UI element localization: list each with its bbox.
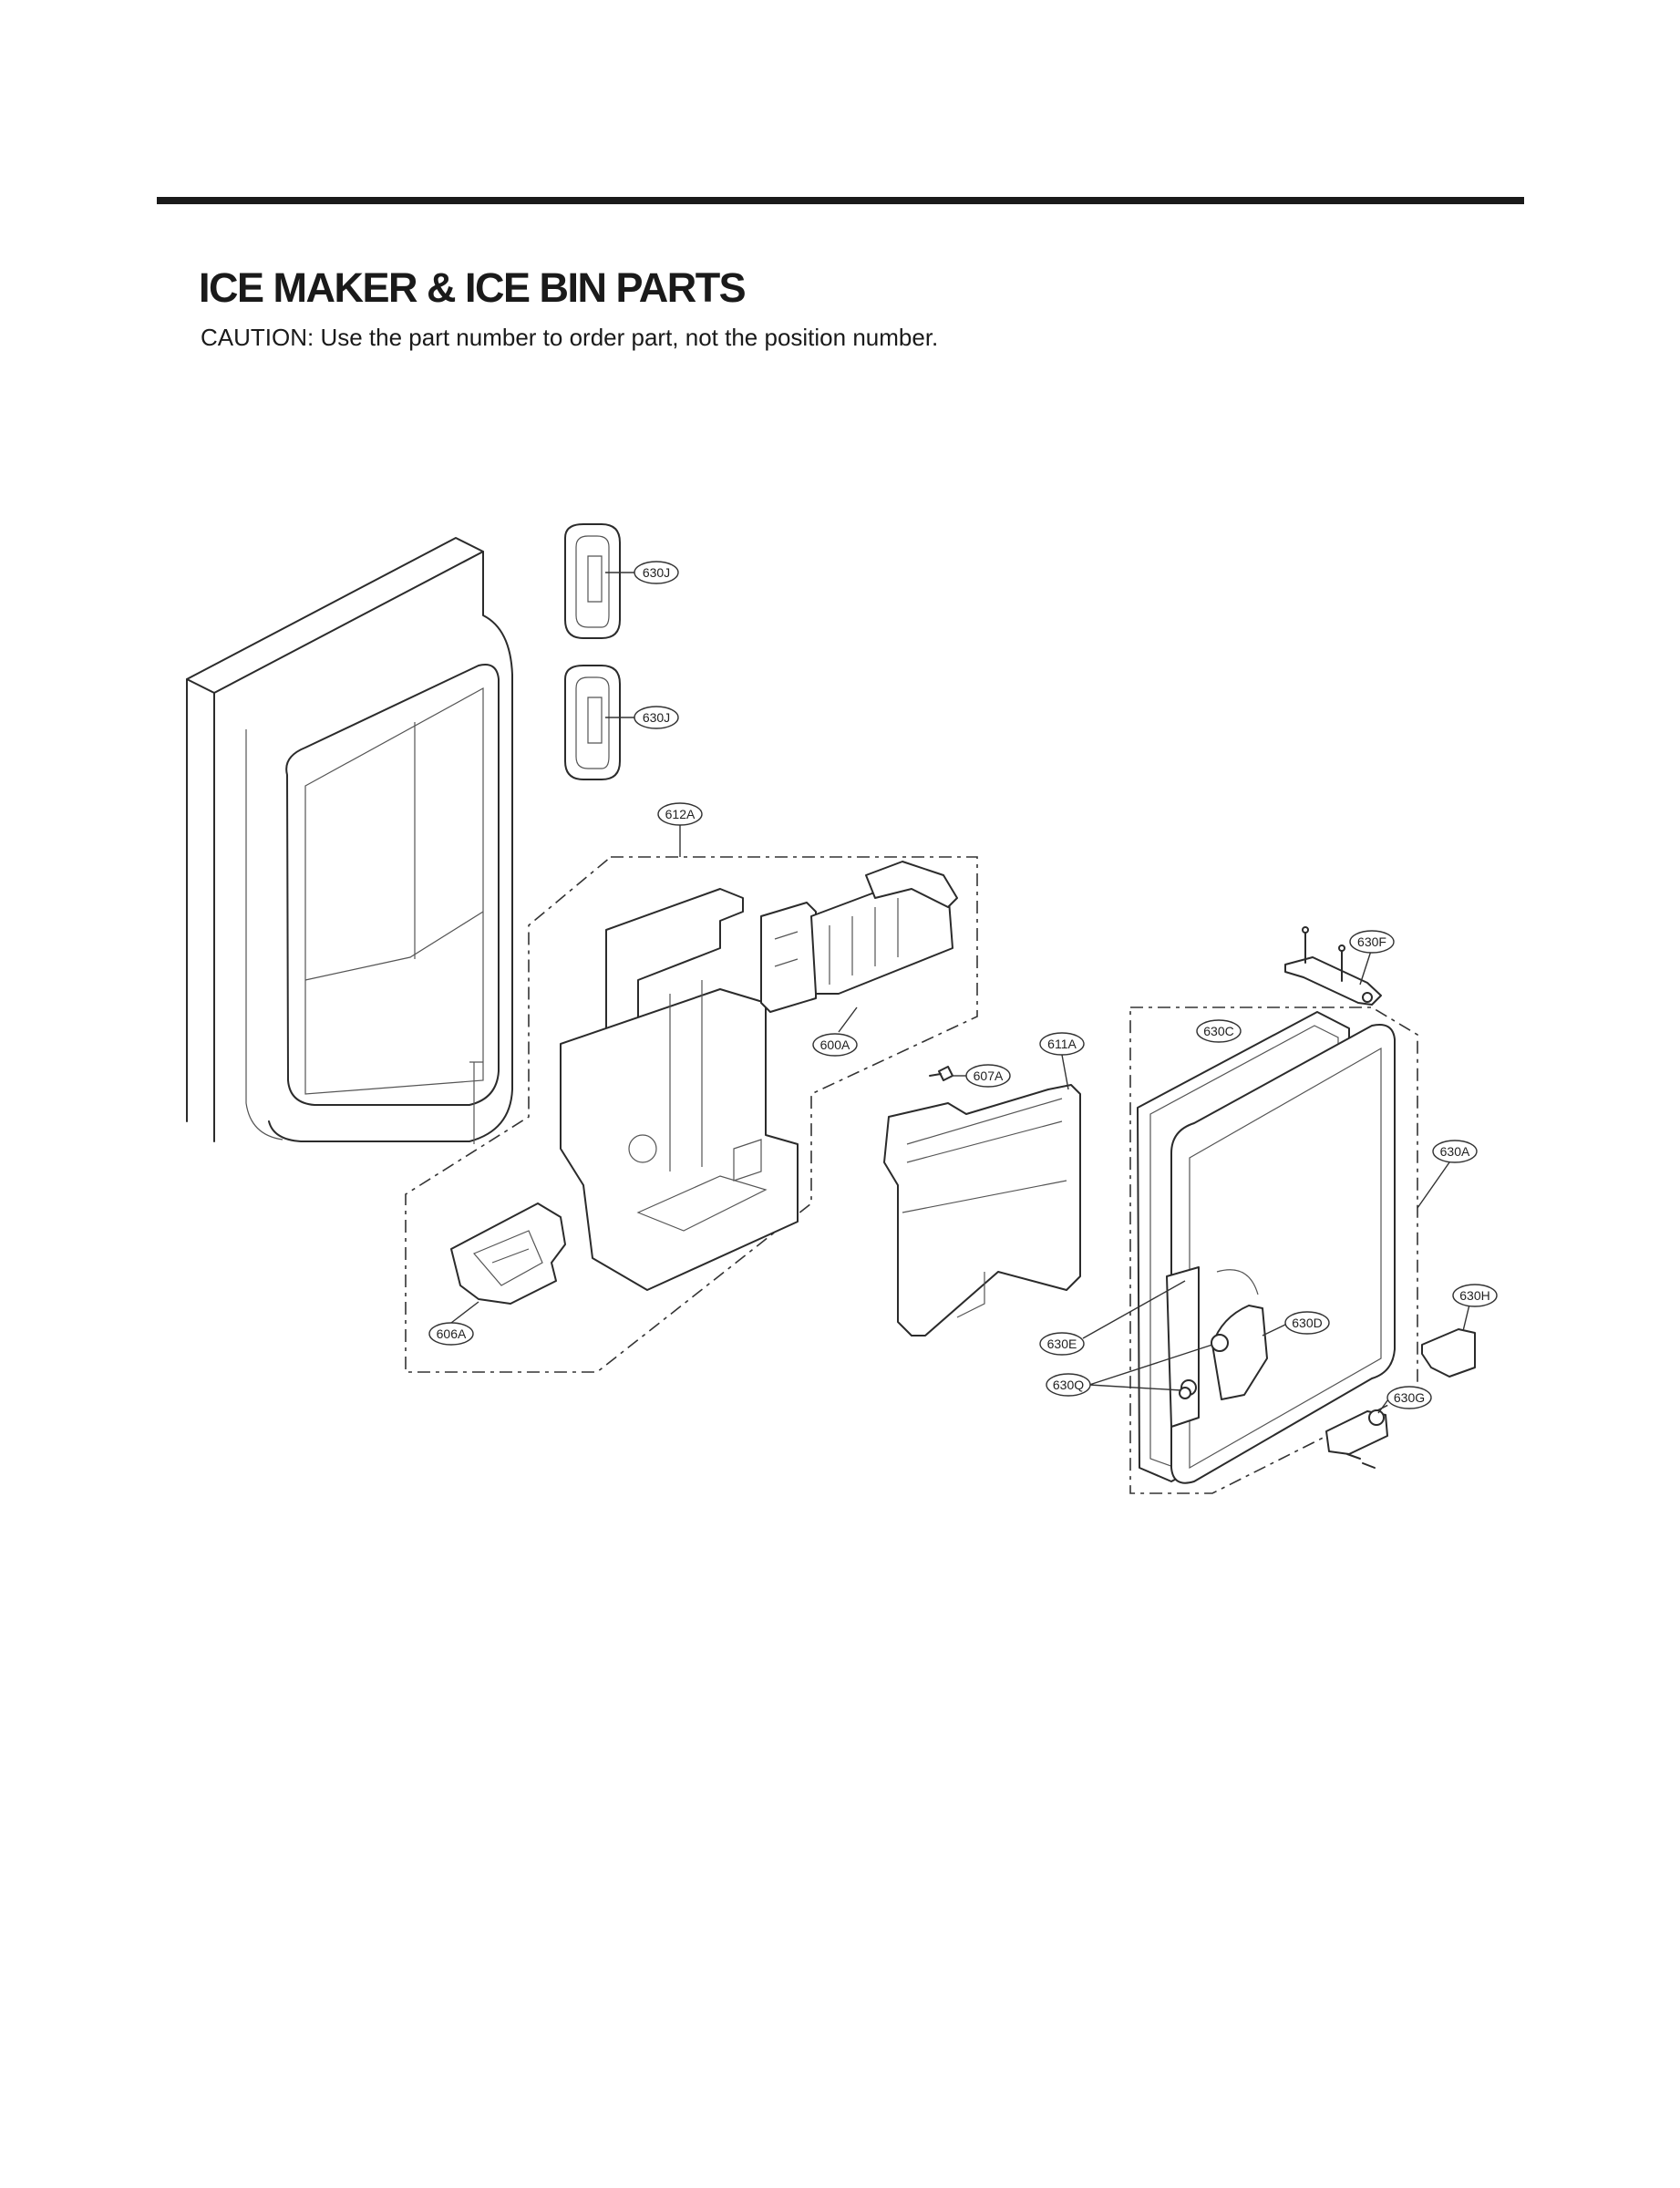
hinge-630f (1284, 926, 1382, 1006)
hinge-630g (1325, 1409, 1388, 1469)
bracket-606a (450, 1202, 566, 1305)
svg-text:630C: 630C (1203, 1024, 1233, 1038)
top-rule (157, 197, 1524, 204)
svg-text:630J: 630J (643, 710, 670, 725)
svg-text:611A: 611A (1047, 1037, 1077, 1051)
label-600a: 600A (812, 1033, 858, 1057)
label-630q: 630Q (1046, 1373, 1091, 1397)
label-630h: 630H (1452, 1284, 1498, 1307)
gasket-630j-top (564, 523, 621, 639)
label-611a: 611A (1039, 1032, 1085, 1056)
svg-text:630Q: 630Q (1053, 1378, 1084, 1392)
label-630a: 630A (1432, 1140, 1478, 1163)
svg-text:630F: 630F (1357, 934, 1386, 949)
label-607a: 607A (965, 1064, 1011, 1088)
hinge-cover-630h (1421, 1328, 1476, 1378)
svg-text:630D: 630D (1292, 1316, 1322, 1330)
svg-text:600A: 600A (820, 1037, 850, 1052)
svg-text:630E: 630E (1047, 1337, 1077, 1351)
gasket-630j-bottom (564, 665, 621, 780)
svg-text:630H: 630H (1459, 1288, 1489, 1303)
ice-bin-housing (560, 888, 799, 1291)
leader-lines (450, 572, 1470, 1414)
svg-text:606A: 606A (437, 1326, 467, 1341)
svg-text:630G: 630G (1394, 1390, 1425, 1405)
label-630f: 630F (1349, 930, 1395, 954)
caution-note: CAUTION: Use the part number to order pa… (201, 324, 939, 351)
label-630g: 630G (1386, 1386, 1432, 1409)
assembly-outline-612a (405, 856, 978, 1373)
svg-text:630J: 630J (643, 565, 670, 580)
label-606a: 606A (428, 1322, 474, 1346)
ice-maker-600a (760, 861, 958, 1013)
svg-text:630A: 630A (1440, 1144, 1470, 1159)
screw-607a (929, 1066, 953, 1081)
label-630e: 630E (1039, 1332, 1085, 1356)
svg-text:607A: 607A (974, 1068, 1004, 1083)
label-630j-top: 630J (634, 561, 679, 584)
door-liner-part (186, 537, 513, 1144)
label-630j-bottom: 630J (634, 706, 679, 729)
label-630d: 630D (1284, 1311, 1330, 1335)
label-630c: 630C (1196, 1019, 1242, 1043)
svg-text:612A: 612A (665, 807, 696, 821)
door-latch-630d (1166, 1266, 1268, 1428)
ice-bin-cover-611a (883, 1084, 1081, 1337)
label-612a: 612A (657, 802, 703, 826)
page-title: ICE MAKER & ICE BIN PARTS (199, 264, 747, 311)
